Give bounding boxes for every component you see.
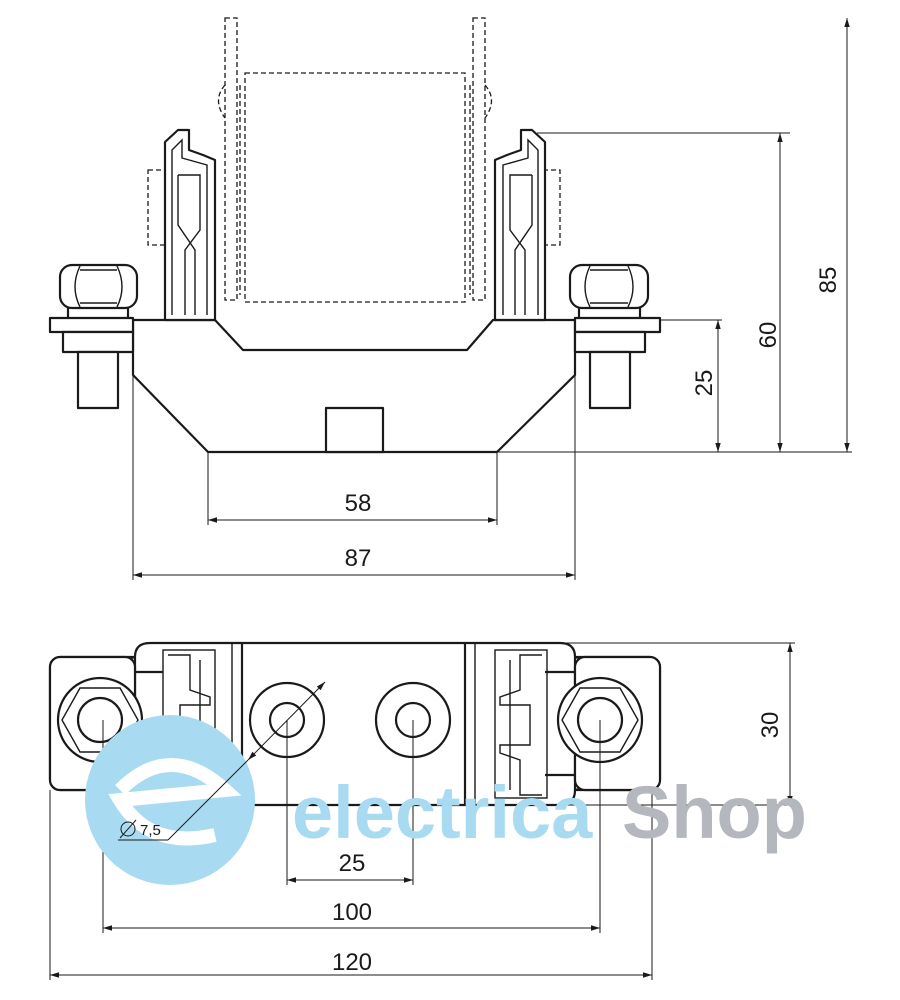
dimension-120: 120 [49,790,653,980]
dim-label-120: 120 [332,949,372,976]
dimension-58: 58 [207,452,498,525]
watermark: electrica Shop [85,715,807,885]
watermark-logo-icon [85,715,255,885]
dimension-diameter: 7,5 [118,681,326,841]
dimension-85: 85 [497,18,852,453]
dim-label-87: 87 [345,545,372,572]
dimension-87: 87 [132,375,576,580]
right-clip-top [494,649,548,799]
dimension-60: 60 [537,132,790,452]
right-clip [493,128,547,322]
right-terminal [568,263,662,410]
side-view: 85 60 25 58 87 [48,17,852,580]
left-clip [163,128,217,322]
dimension-100: 100 [102,720,601,933]
dim-label-25-height: 25 [691,370,718,397]
left-terminal [48,263,139,410]
base-center-block [324,406,385,454]
dim-label-diameter: 7,5 [140,822,161,839]
watermark-text-electrica: electrica [292,771,593,854]
dim-label-58: 58 [345,490,372,517]
dim-label-60: 60 [755,322,782,349]
dim-label-30: 30 [757,712,784,739]
dim-label-85: 85 [815,267,842,294]
dimension-25-spacing: 25 [286,720,414,885]
watermark-text-shop: Shop [622,771,807,854]
dim-label-25-spacing: 25 [339,850,366,877]
dim-label-100: 100 [332,899,372,926]
dimension-25-height: 25 [660,319,722,452]
dimension-30: 30 [560,642,795,806]
